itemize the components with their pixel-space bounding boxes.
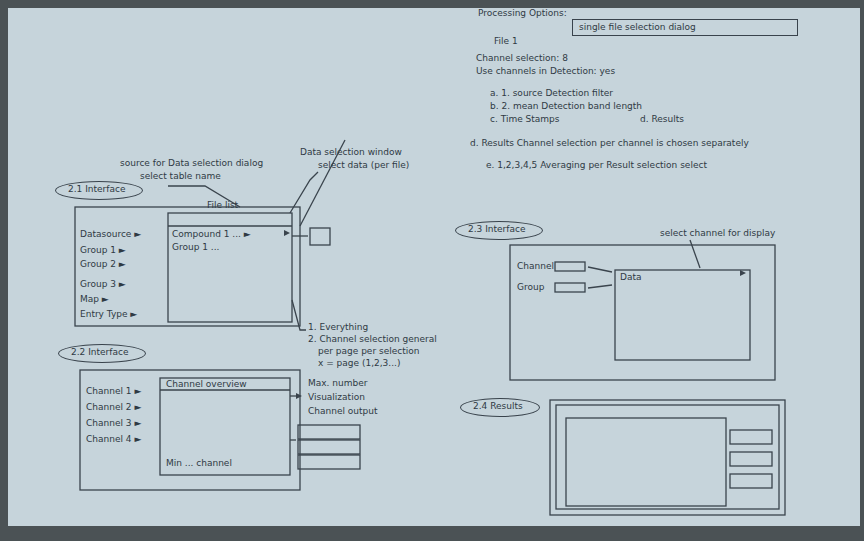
sketch-label: Group 1 ... <box>172 242 219 253</box>
paper-sheet <box>8 8 860 526</box>
sketch-label: Map ► <box>80 294 109 305</box>
sketch-label: per page per selection <box>318 346 419 357</box>
node-text: 2.4 Results <box>473 401 527 412</box>
sketch-label: x = page (1,2,3...) <box>318 358 400 369</box>
sketch-label: e. 1,2,3,4,5 Averaging per Result select… <box>486 160 707 171</box>
input-box: single file selection dialog <box>572 19 798 36</box>
sketch-label: Visualization <box>308 392 365 403</box>
sketch-label: 2. Channel selection general <box>308 334 437 345</box>
sketch-label: Datasource ► <box>80 229 141 240</box>
sketch-label: Entry Type ► <box>80 309 137 320</box>
sketch-label: Channel 3 ► <box>86 418 141 429</box>
node-text: 2.3 Interface <box>468 224 530 235</box>
sketch-label: source for Data selection dialog <box>120 158 263 169</box>
sketch-label: Channel <box>517 261 554 272</box>
sketch-label: Group 2 ► <box>80 259 126 270</box>
sketch-label: Channel output <box>308 406 378 417</box>
sketch-label: d. Results <box>640 114 684 125</box>
sketch-label: select data (per file) <box>318 160 409 171</box>
sketch-label: a. 1. source Detection filter <box>490 88 613 99</box>
sketch-label: Min ... channel <box>166 458 232 469</box>
node-text: 2.2 Interface <box>71 347 133 358</box>
sketch-label: Channel 4 ► <box>86 434 141 445</box>
sketch-label: Channel selection: 8 <box>476 53 568 64</box>
node-text: 2.1 Interface <box>68 184 130 195</box>
sketch-label: Channel 2 ► <box>86 402 141 413</box>
sketch-label: Group 1 ► <box>80 245 126 256</box>
sketch-label: select table name <box>140 171 221 182</box>
node-text: single file selection dialog <box>579 22 791 33</box>
sketch-label: Channel 1 ► <box>86 386 141 397</box>
node-text: File list <box>207 200 241 211</box>
sketch-label: Group <box>517 282 544 293</box>
sketch-label: Data <box>620 272 642 283</box>
sketch-label: select channel for display <box>660 228 775 239</box>
sketch-label: Processing Options: <box>478 8 567 19</box>
section-oval: 2.1 Interface <box>55 181 143 200</box>
section-oval: 2.2 Interface <box>58 344 146 363</box>
sketch-label: 1. Everything <box>308 322 368 333</box>
sketch-label: Group 3 ► <box>80 279 126 290</box>
sketch-label: c. Time Stamps <box>490 114 559 125</box>
sketch-label: Use channels in Detection: yes <box>476 66 615 77</box>
section-oval: 2.3 Interface <box>455 221 543 240</box>
sketch-label: Max. number <box>308 378 367 389</box>
sketch-label: Channel overview <box>166 379 247 390</box>
sketch-label: b. 2. mean Detection band length <box>490 101 642 112</box>
sketch-label: Data selection window <box>300 147 402 158</box>
sketch-label: Compound 1 ... ► <box>172 229 251 240</box>
sketch-label: d. Results Channel selection per channel… <box>470 138 749 149</box>
sketch-label: File 1 <box>494 36 518 47</box>
window-title: File list <box>205 200 243 217</box>
section-oval: 2.4 Results <box>460 398 540 417</box>
